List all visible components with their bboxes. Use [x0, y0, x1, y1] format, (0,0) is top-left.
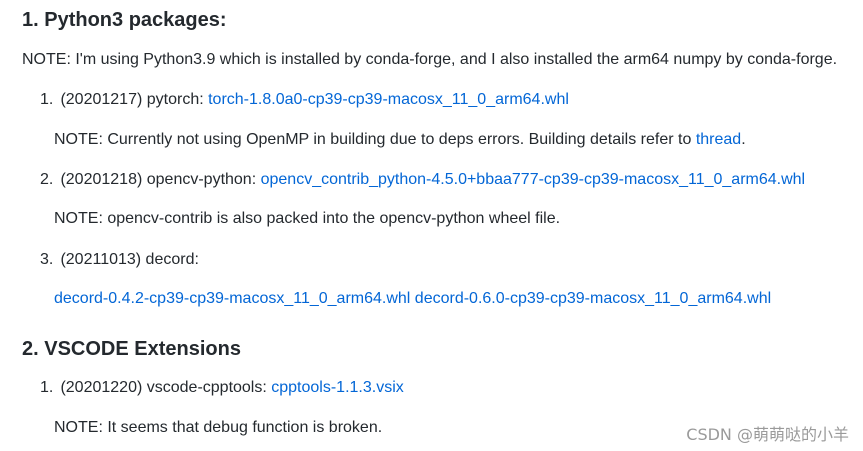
- list-item-opencv: 2. (20201218) opencv-python: opencv_cont…: [40, 170, 805, 190]
- section-heading-vscode-extensions: 2. VSCODE Extensions: [22, 338, 241, 360]
- list-item-prefix: (20201217) pytorch:: [60, 91, 209, 108]
- link-decord-042-wheel[interactable]: decord-0.4.2-cp39-cp39-macosx_11_0_arm64…: [54, 290, 411, 307]
- python-version-note: NOTE: I'm using Python3.9 which is insta…: [22, 51, 838, 68]
- list-number: 3.: [40, 251, 54, 268]
- decord-links: decord-0.4.2-cp39-cp39-macosx_11_0_arm64…: [54, 289, 771, 309]
- cpptools-debug-note: NOTE: It seems that debug function is br…: [54, 419, 383, 436]
- list-number: 1.: [40, 91, 54, 108]
- link-decord-060-wheel[interactable]: decord-0.6.0-cp39-cp39-macosx_11_0_arm64…: [414, 290, 772, 307]
- pytorch-openmp-note: NOTE: Currently not using OpenMP in buil…: [54, 130, 746, 150]
- list-item-decord: 3. (20211013) decord:: [40, 250, 199, 270]
- note-period: .: [741, 131, 746, 148]
- list-item-pytorch: 1. (20201217) pytorch: torch-1.8.0a0-cp3…: [40, 90, 569, 110]
- section-heading-python3-packages: 1. Python3 packages:: [22, 9, 227, 31]
- link-cpptools-vsix[interactable]: cpptools-1.1.3.vsix: [271, 379, 404, 396]
- list-item-prefix: (20201218) opencv-python:: [60, 171, 261, 188]
- link-torch-wheel[interactable]: torch-1.8.0a0-cp39-cp39-macosx_11_0_arm6…: [208, 91, 569, 108]
- list-item-cpptools: 1. (20201220) vscode-cpptools: cpptools-…: [40, 378, 404, 398]
- opencv-contrib-note: NOTE: opencv-contrib is also packed into…: [54, 210, 561, 227]
- link-thread[interactable]: thread: [695, 131, 742, 148]
- note-text: NOTE: Currently not using OpenMP in buil…: [54, 131, 696, 148]
- list-item-prefix: (20211013) decord:: [60, 251, 199, 268]
- list-item-prefix: (20201220) vscode-cpptools:: [60, 379, 272, 396]
- list-number: 2.: [40, 171, 54, 188]
- link-opencv-wheel[interactable]: opencv_contrib_python-4.5.0+bbaa777-cp39…: [260, 171, 806, 188]
- list-number: 1.: [40, 379, 54, 396]
- csdn-watermark: CSDN @萌萌哒的小羊: [686, 425, 849, 444]
